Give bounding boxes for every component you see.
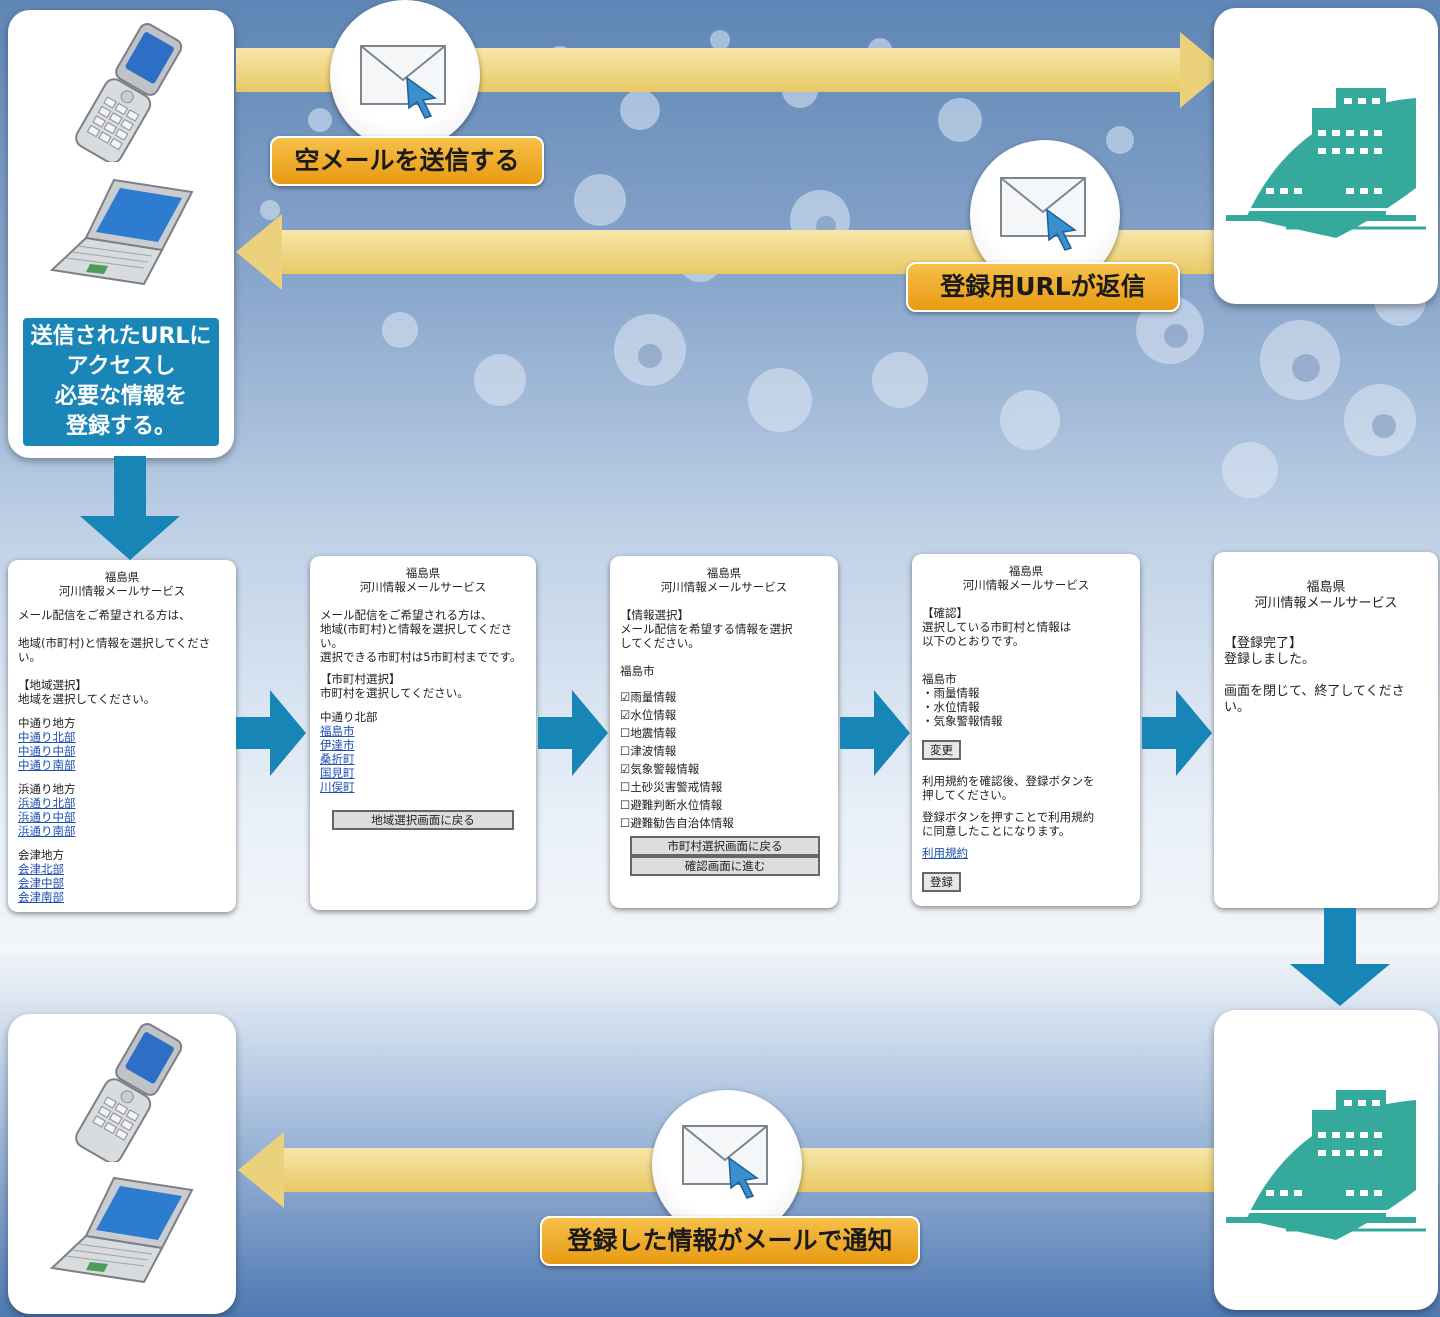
screen-service: 河川情報メールサービス bbox=[1254, 596, 1398, 611]
screen-pref: 福島県 bbox=[1306, 580, 1346, 595]
region-link[interactable]: 中通り南部 bbox=[18, 758, 76, 772]
notify-arrowhead bbox=[238, 1132, 284, 1208]
envelope-circle-send bbox=[330, 0, 480, 150]
region-link[interactable]: 会津南部 bbox=[18, 890, 64, 904]
right-arrow-4 bbox=[1142, 690, 1212, 776]
section: 【地域選択】地域を選択してください。 bbox=[18, 678, 156, 706]
screen-pref: 福島県 bbox=[1008, 564, 1044, 578]
down-arrow-to-screens bbox=[80, 456, 180, 560]
city-link[interactable]: 桑折町 bbox=[320, 752, 355, 766]
screen-pref: 福島県 bbox=[405, 566, 441, 580]
laptop-icon bbox=[49, 1176, 194, 1284]
screen-region-select: 福島県河川情報メールサービス メール配信をご希望される方は、地域(市町村)と情報… bbox=[8, 560, 236, 912]
region-group: 中通り地方 中通り北部 中通り中部 中通り南部 bbox=[18, 716, 226, 772]
screen-confirm: 福島県河川情報メールサービス 【確認】選択している市町村と情報は以下のとおりです… bbox=[912, 554, 1140, 906]
go-to-confirm-button[interactable]: 確認画面に進む bbox=[630, 856, 820, 876]
mobile-phone-icon bbox=[75, 23, 183, 162]
city-link[interactable]: 伊達市 bbox=[320, 738, 355, 752]
mobile-phone-icon bbox=[75, 1023, 183, 1162]
info-checkbox[interactable]: ☑気象警報情報 bbox=[620, 762, 700, 776]
city-list: 中通り北部 福島市 伊達市 桑折町 国見町 川俣町 bbox=[320, 710, 526, 794]
laptop-icon bbox=[49, 178, 194, 286]
info-checkbox[interactable]: ☐避難判断水位情報 bbox=[620, 798, 723, 812]
info-checkbox[interactable]: ☐津波情報 bbox=[620, 744, 677, 758]
selected-summary: 福島市 ・雨量情報 ・水位情報 ・気象警報情報 bbox=[922, 672, 1003, 728]
intro-text: メール配信をご希望される方は、地域(市町村)と情報を選択してください。選択できる… bbox=[320, 608, 522, 664]
right-arrow-1 bbox=[236, 690, 306, 776]
reply-url-arrowhead bbox=[236, 214, 282, 290]
building-icon bbox=[1226, 1090, 1426, 1240]
terms-link[interactable]: 利用規約 bbox=[922, 846, 968, 860]
screen-service: 河川情報メールサービス bbox=[359, 580, 487, 594]
access-instruction-label: 送信されたURLに アクセスし 必要な情報を 登録する。 bbox=[23, 318, 219, 446]
region-link[interactable]: 中通り北部 bbox=[18, 730, 76, 744]
screen-complete: 福島県河川情報メールサービス 【登録完了】登録しました。 画面を閉じて、終了して… bbox=[1214, 552, 1438, 908]
user-devices-box-bottom bbox=[8, 1014, 236, 1314]
info-checkbox[interactable]: ☑雨量情報 bbox=[620, 690, 677, 704]
screen-service: 河川情報メールサービス bbox=[58, 584, 186, 598]
envelope-icon bbox=[360, 45, 446, 119]
building-icon bbox=[1226, 88, 1426, 238]
region-link[interactable]: 中通り中部 bbox=[18, 744, 76, 758]
region-link[interactable]: 会津中部 bbox=[18, 876, 64, 890]
screen-pref: 福島県 bbox=[104, 570, 140, 584]
server-box-bottom bbox=[1214, 1010, 1438, 1310]
info-checkbox-list: ☑雨量情報 ☑水位情報 ☐地震情報 ☐津波情報 ☑気象警報情報 ☐土砂災害警戒情… bbox=[620, 690, 828, 830]
section: 【登録完了】登録しました。 bbox=[1224, 636, 1316, 667]
city-name: 福島市 bbox=[620, 664, 655, 678]
section: 【情報選択】メール配信を希望する情報を選択してください。 bbox=[620, 608, 793, 650]
register-button[interactable]: 登録 bbox=[922, 872, 961, 892]
section: 【確認】選択している市町村と情報は以下のとおりです。 bbox=[922, 606, 1072, 648]
region-group: 浜通り地方 浜通り北部 浜通り中部 浜通り南部 bbox=[18, 782, 226, 838]
down-arrow-to-server bbox=[1290, 908, 1390, 1006]
section: 【市町村選択】市町村を選択してください。 bbox=[320, 672, 469, 700]
region-link[interactable]: 浜通り北部 bbox=[18, 796, 76, 810]
close-instruction: 画面を閉じて、終了してください。 bbox=[1224, 684, 1405, 715]
back-to-region-button[interactable]: 地域選択画面に戻る bbox=[332, 810, 514, 830]
info-checkbox[interactable]: ☐土砂災害警戒情報 bbox=[620, 780, 723, 794]
city-link[interactable]: 国見町 bbox=[320, 766, 355, 780]
screen-pref: 福島県 bbox=[706, 566, 742, 580]
city-link[interactable]: 福島市 bbox=[320, 724, 355, 738]
region-link[interactable]: 浜通り中部 bbox=[18, 810, 76, 824]
screen-city-select: 福島県河川情報メールサービス メール配信をご希望される方は、地域(市町村)と情報… bbox=[310, 556, 536, 910]
info-checkbox[interactable]: ☑水位情報 bbox=[620, 708, 677, 722]
reply-url-label: 登録用URLが返信 bbox=[906, 262, 1180, 312]
change-button[interactable]: 変更 bbox=[922, 740, 961, 760]
info-checkbox[interactable]: ☐地震情報 bbox=[620, 726, 677, 740]
envelope-icon bbox=[1000, 177, 1086, 251]
region-link[interactable]: 会津北部 bbox=[18, 862, 64, 876]
info-checkbox[interactable]: ☐避難勧告自治体情報 bbox=[620, 816, 734, 830]
region-group: 会津地方 会津北部 会津中部 会津南部 bbox=[18, 848, 226, 904]
screen-info-select: 福島県河川情報メールサービス 【情報選択】メール配信を希望する情報を選択してくだ… bbox=[610, 556, 838, 908]
back-to-city-button[interactable]: 市町村選択画面に戻る bbox=[630, 836, 820, 856]
user-devices-box-top: 送信されたURLに アクセスし 必要な情報を 登録する。 bbox=[8, 10, 234, 458]
notify-label: 登録した情報がメールで通知 bbox=[540, 1216, 920, 1266]
city-link[interactable]: 川俣町 bbox=[320, 780, 355, 794]
intro-text: メール配信をご希望される方は、地域(市町村)と情報を選択してください。 bbox=[18, 608, 211, 664]
right-arrow-3 bbox=[840, 690, 910, 776]
envelope-icon bbox=[682, 1125, 768, 1199]
screen-service: 河川情報メールサービス bbox=[962, 578, 1090, 592]
envelope-circle-notify bbox=[652, 1090, 802, 1240]
terms-note-2: 登録ボタンを押すことで利用規約に同意したことになります。 bbox=[922, 810, 1095, 838]
terms-note: 利用規約を確認後、登録ボタンを押してください。 bbox=[922, 774, 1095, 802]
send-mail-label: 空メールを送信する bbox=[270, 136, 544, 186]
region-link[interactable]: 浜通り南部 bbox=[18, 824, 76, 838]
screen-service: 河川情報メールサービス bbox=[660, 580, 788, 594]
right-arrow-2 bbox=[538, 690, 608, 776]
server-box-top bbox=[1214, 8, 1438, 304]
